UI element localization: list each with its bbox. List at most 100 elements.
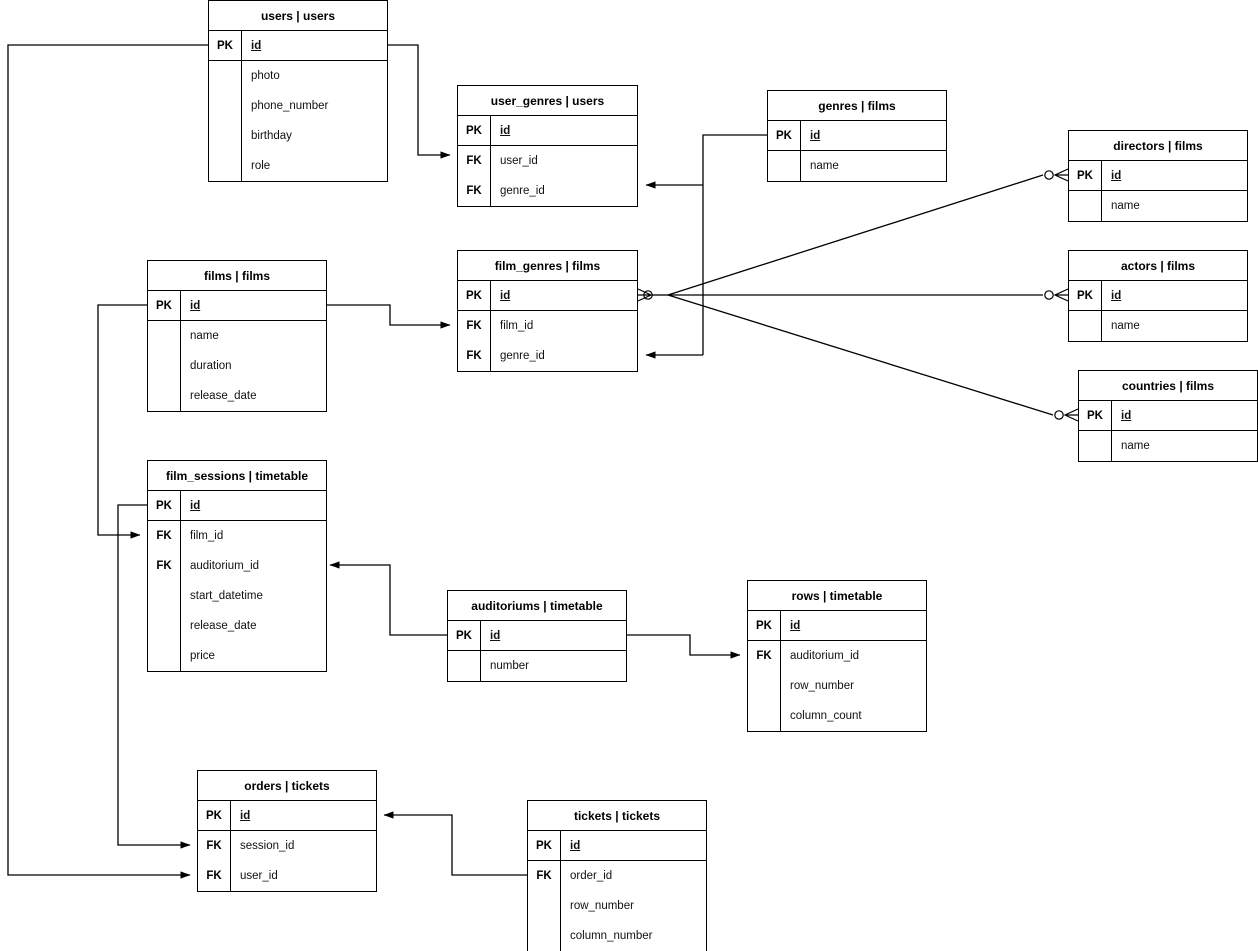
key-badge-actors-name <box>1069 311 1101 341</box>
key-badge-tickets-column_number <box>528 921 560 951</box>
field-row-rows-column_count[interactable]: column_count <box>748 701 926 731</box>
table-header-orders: orders | tickets <box>198 771 376 801</box>
field-row-film_sessions-start_datetime[interactable]: start_datetime <box>148 581 326 611</box>
field-row-users-role[interactable]: role <box>209 151 387 181</box>
field-row-genres-name[interactable]: name <box>768 151 946 181</box>
field-row-auditoriums-number[interactable]: number <box>448 651 626 681</box>
key-badge-film_genres-genre_id: FK <box>466 350 482 362</box>
field-name-auditoriums-id: id <box>480 621 626 650</box>
pk-underline-directors: id <box>1111 169 1122 182</box>
key-badge-films-name <box>148 321 180 351</box>
field-row-tickets-row_number[interactable]: row_number <box>528 891 706 921</box>
key-badge-user_genres-id: PK <box>466 124 482 137</box>
field-name-countries-id: id <box>1111 401 1257 430</box>
field-row-film_sessions-release_date[interactable]: release_date <box>148 611 326 641</box>
pk-underline-users: id <box>251 39 262 52</box>
table-body-actors: name <box>1069 311 1247 341</box>
pk-underline-films: id <box>190 299 201 312</box>
field-row-users-birthday[interactable]: birthday <box>209 121 387 151</box>
key-badge-rows-auditorium_id: FK <box>756 650 772 662</box>
table-header-rows: rows | timetable <box>748 581 926 611</box>
table-header-users: users | users <box>209 1 387 31</box>
field-name-orders-id: id <box>230 801 376 830</box>
table-header-countries: countries | films <box>1079 371 1257 401</box>
key-badge-rows-row_number <box>748 671 780 701</box>
table-header-genres: genres | films <box>768 91 946 121</box>
field-name-genres-name: name <box>800 151 946 181</box>
table-body-auditoriums: number <box>448 651 626 681</box>
crowfoot-marker-countries <box>1054 408 1079 422</box>
edge-auditoriums-rows <box>627 634 741 659</box>
field-row-countries-name[interactable]: name <box>1079 431 1257 461</box>
key-badge-directors-name <box>1069 191 1101 221</box>
field-row-auditoriums-id[interactable]: PK id <box>448 621 626 651</box>
key-badge-countries-name <box>1079 431 1111 461</box>
field-name-countries-name: name <box>1111 431 1257 461</box>
table-header-actors: actors | films <box>1069 251 1247 281</box>
key-badge-rows-id: PK <box>756 619 772 632</box>
pk-underline-countries: id <box>1121 409 1132 422</box>
key-badge-film_sessions-start_datetime <box>148 581 180 611</box>
field-name-films-name: name <box>180 321 326 351</box>
field-row-film_sessions-price[interactable]: price <box>148 641 326 671</box>
field-row-films-name[interactable]: name <box>148 321 326 351</box>
field-row-directors-name[interactable]: name <box>1069 191 1247 221</box>
field-row-films-duration[interactable]: duration <box>148 351 326 381</box>
field-row-users-phone_number[interactable]: phone_number <box>209 91 387 121</box>
field-row-users-photo[interactable]: photo <box>209 61 387 91</box>
pk-underline-rows: id <box>790 619 801 632</box>
field-row-actors-name[interactable]: name <box>1069 311 1247 341</box>
field-row-films-release_date[interactable]: release_date <box>148 381 326 411</box>
field-row-tickets-column_number[interactable]: column_number <box>528 921 706 951</box>
key-badge-users-role <box>209 151 241 181</box>
column-divider-orders <box>230 801 232 891</box>
pk-underline-auditoriums: id <box>490 629 501 642</box>
crowfoot-marker-directors <box>1044 168 1069 182</box>
field-name-directors-name: name <box>1101 191 1247 221</box>
field-row-rows-row_number[interactable]: row_number <box>748 671 926 701</box>
key-badge-film_sessions-release_date <box>148 611 180 641</box>
edge-films-film_genres <box>327 304 451 329</box>
key-badge-auditoriums-id: PK <box>456 629 472 642</box>
key-badge-film_sessions-film_id: FK <box>156 530 172 542</box>
field-row-rows-id[interactable]: PK id <box>748 611 926 641</box>
